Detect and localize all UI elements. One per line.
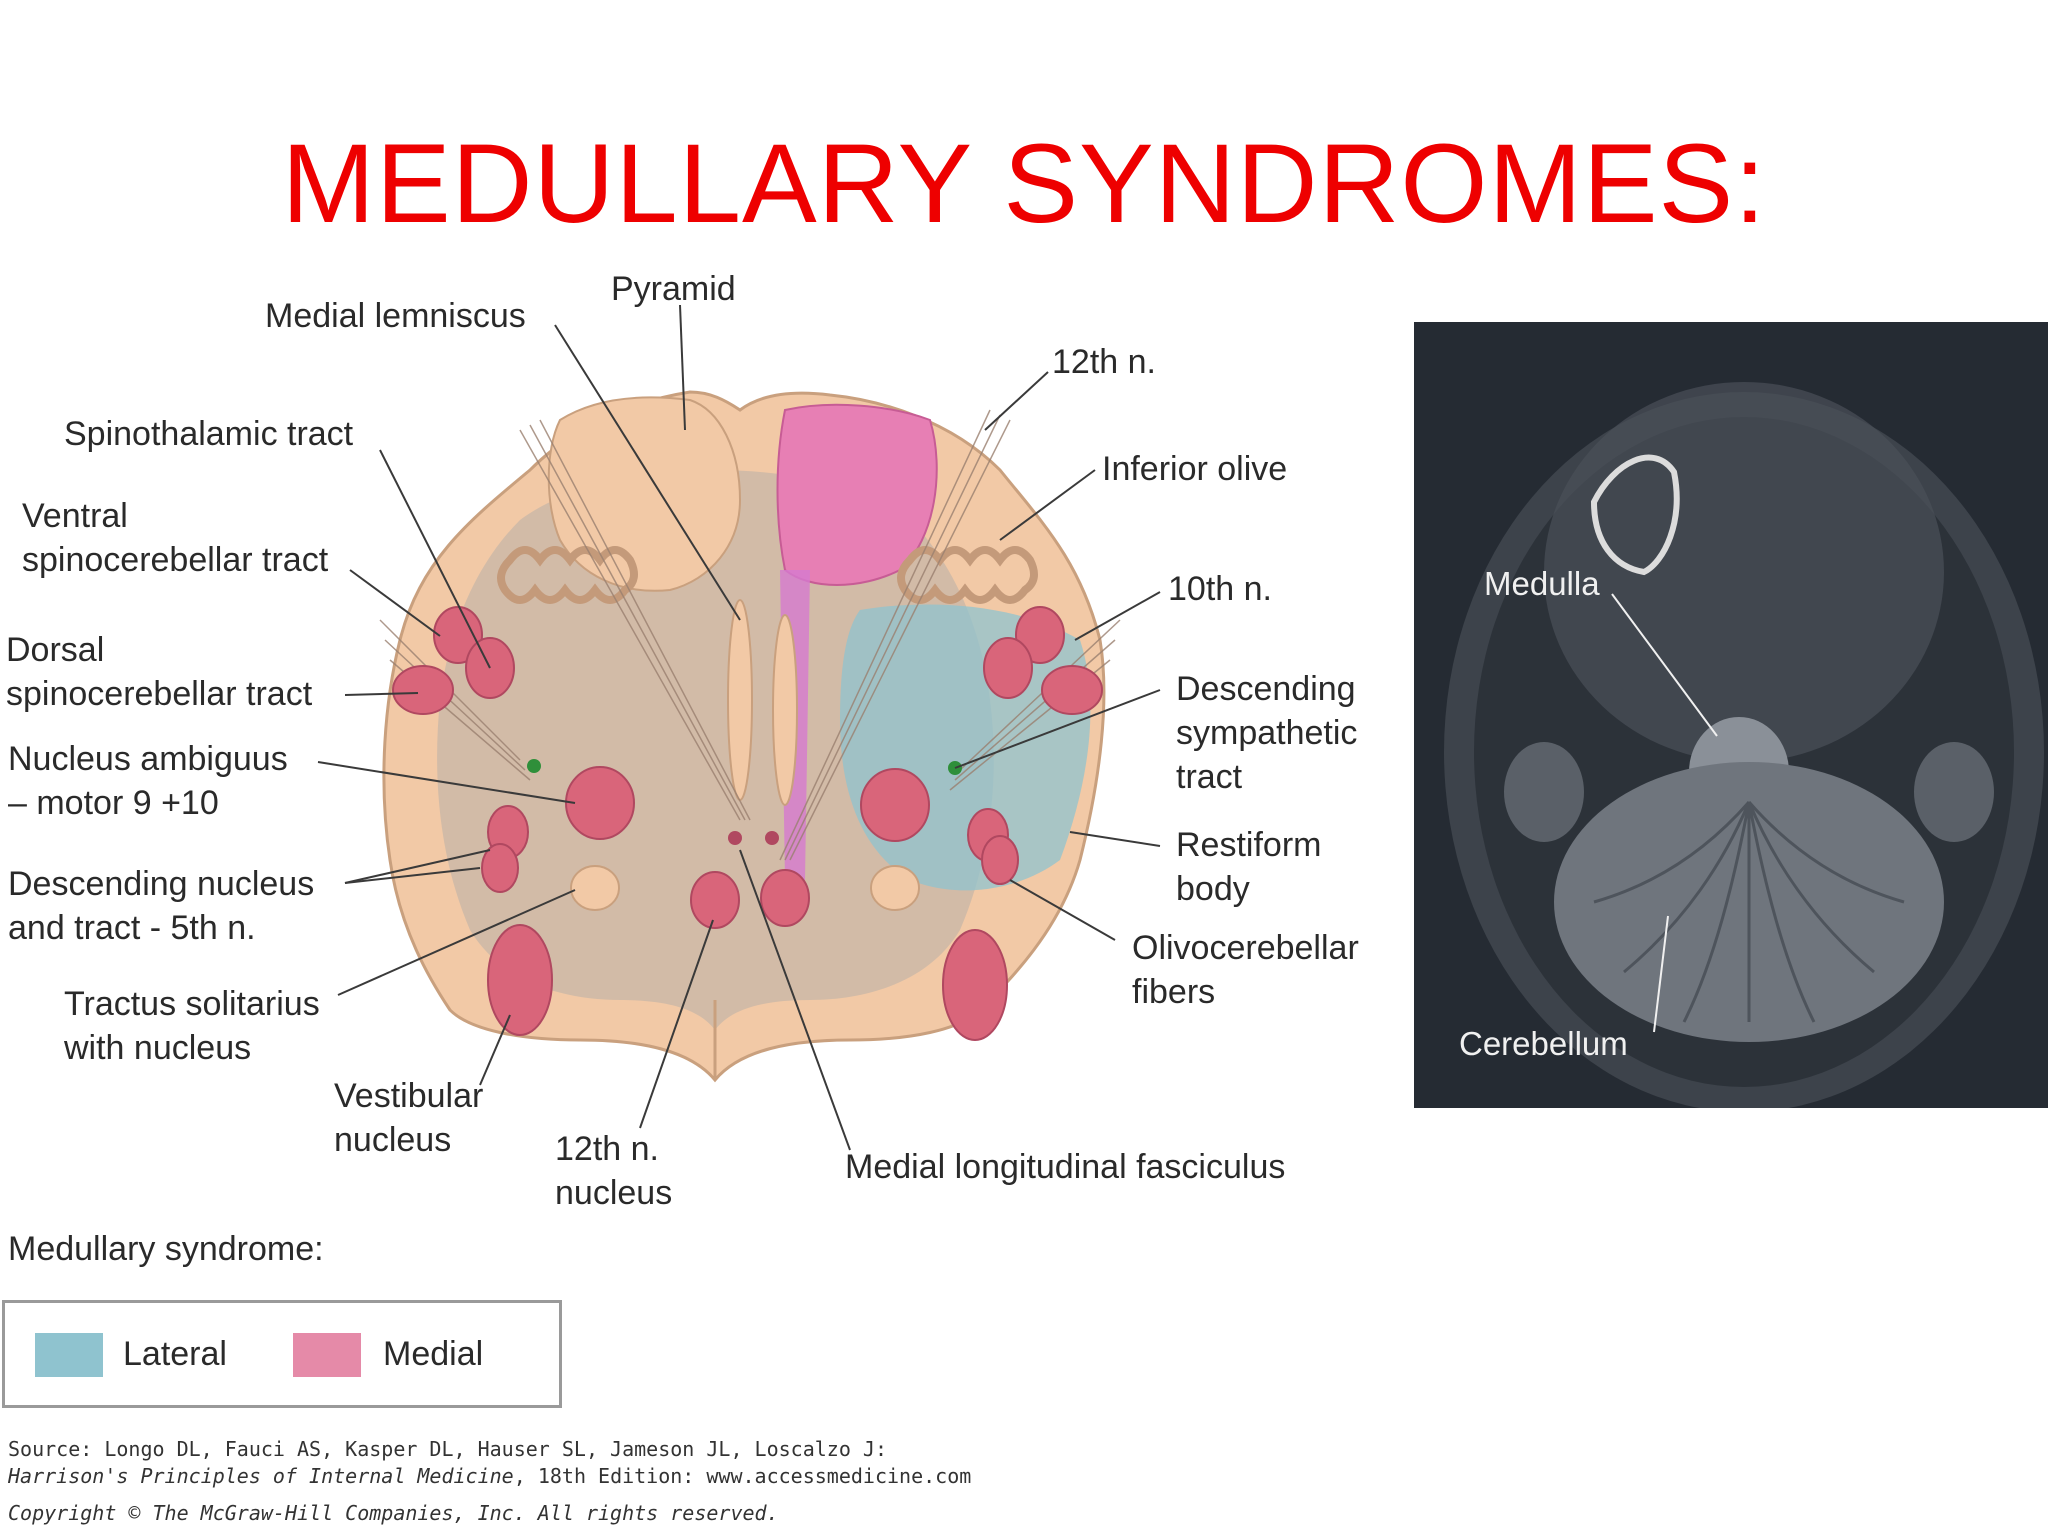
nuclei [392,606,1103,1041]
leader-lines [317,304,1161,1151]
source-line-2: Harrison's Principles of Internal Medici… [8,1463,971,1490]
label-12th-n-nucleus: 12th n. nucleus [555,1130,673,1212]
mri-scan-illustration [1414,322,2048,1112]
medial-lemniscus-left [727,599,753,801]
tractus-solitarius-right [870,865,920,911]
source-book-title: Harrison's Principles of Internal Medici… [8,1464,514,1488]
label-pyramid: Pyramid [611,270,736,308]
slide-title: MEDULLARY SYNDROMES: [281,121,1767,246]
label-tractus-solitarius: Tractus solitarius with nucleus [64,985,320,1067]
label-nucleus-ambiguus: Nucleus ambiguus – motor 9 +10 [8,740,288,822]
legend-swatch-lateral [35,1333,103,1377]
legend-label-medial: Medial [383,1335,484,1373]
label-olivocerebellar-fibers: Olivocerebellar fibers [1132,929,1359,1011]
mlf-right [765,831,779,845]
label-12th-n: 12th n. [1052,343,1156,381]
copyright-notice: Copyright © The McGraw-Hill Companies, I… [8,1501,779,1525]
label-spinothalamic-tract: Spinothalamic tract [64,415,354,453]
mri-label-cerebellum: Cerebellum [1459,1025,1628,1062]
legend-swatch-medial [293,1333,361,1377]
medulla-cross-section-diagram [317,304,1161,1151]
pyramid-left [547,396,742,592]
legend-box: Lateral Medial [2,1300,562,1408]
source-line-1: Source: Longo DL, Fauci AS, Kasper DL, H… [8,1437,887,1461]
label-dorsal-spinocerebellar: Dorsal spinocerebellar tract [6,631,313,713]
label-ventral-spinocerebellar: Ventral spinocerebellar tract [22,497,329,579]
label-vestibular-nucleus: Vestibular nucleus [334,1077,484,1159]
tractus-solitarius-left [570,865,620,911]
label-medial-longitudinal-fasciculus: Medial longitudinal fasciculus [845,1148,1286,1186]
label-medial-lemniscus: Medial lemniscus [265,297,526,335]
label-descending-sympathetic: Descending sympathetic tract [1176,670,1358,796]
medial-lemniscus-right [772,614,798,806]
inferior-olive-left [497,546,638,604]
label-descending-nucleus: Descending nucleus and tract - 5th n. [8,865,315,947]
mri-image [1414,322,2048,1112]
label-inferior-olive: Inferior olive [1102,450,1288,488]
legend-label-lateral: Lateral [123,1335,227,1373]
source-citation: Source: Longo DL, Fauci AS, Kasper DL, H… [8,1436,971,1490]
mri-label-medulla: Medulla [1484,565,1600,602]
label-restiform-body: Restiform body [1176,826,1322,908]
source-edition: , 18th Edition: www.accessmedicine.com [513,1464,972,1488]
inferior-olive-right [897,546,1038,604]
legend-title: Medullary syndrome: [8,1230,324,1268]
mlf-left [728,831,742,845]
sympathetic-dot-left [527,759,541,773]
label-10th-n: 10th n. [1168,570,1272,608]
